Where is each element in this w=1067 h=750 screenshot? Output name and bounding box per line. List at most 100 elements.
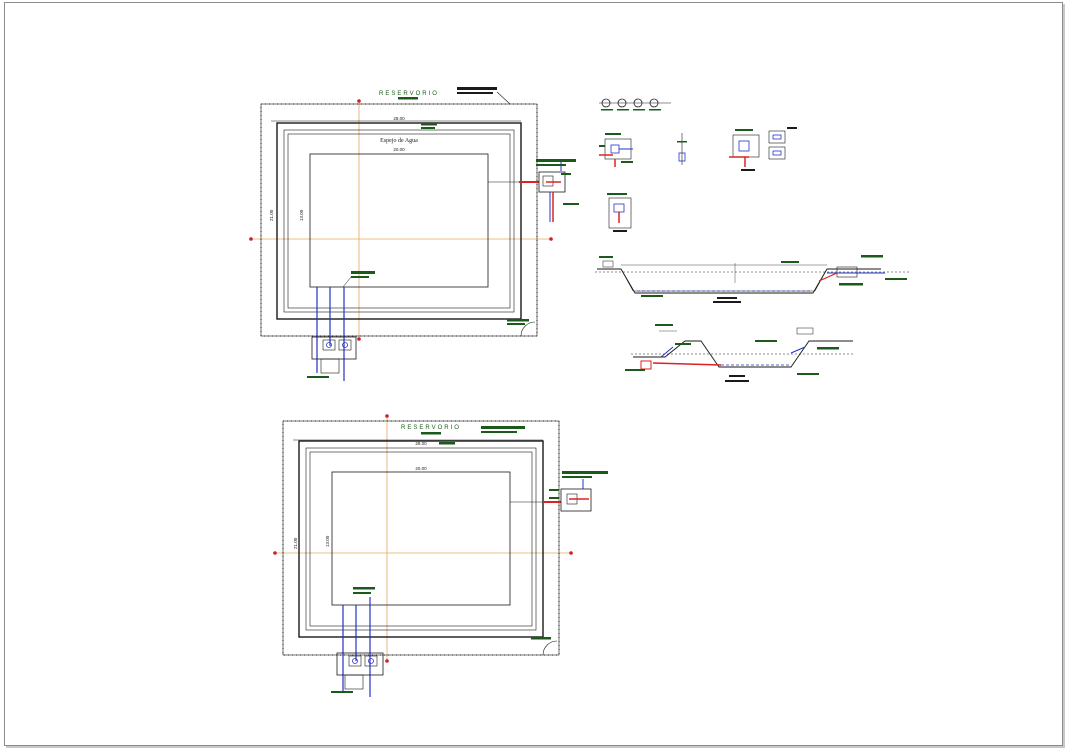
- berm-line: [283, 129, 515, 313]
- detail-box-small: [768, 146, 786, 160]
- legend-symbol: [617, 98, 627, 108]
- note-label: [457, 87, 497, 90]
- corner-label: [507, 323, 525, 325]
- section-tag: [781, 261, 799, 263]
- note-label: [457, 92, 493, 94]
- plan-top: RESERVORIO 28.00 21.00 13.00 Espejo de A…: [249, 87, 579, 381]
- berm-outer: [276, 122, 522, 320]
- inlet-label: [562, 471, 608, 474]
- valve-box: [338, 339, 352, 351]
- plan-bottom-title: RESERVORIO: [401, 425, 461, 431]
- detail-valve: [610, 144, 620, 154]
- dim-outer-height: 21.00: [269, 209, 274, 221]
- detail-valve: [772, 150, 782, 156]
- inlet-tag: [561, 173, 571, 175]
- section-tag: [675, 343, 691, 345]
- section-pipe-blue: [790, 346, 806, 354]
- note-label: [481, 426, 525, 429]
- detail-box: [732, 134, 760, 158]
- section-tag: [625, 369, 645, 371]
- detail-title: [607, 193, 627, 195]
- inlet-label: [562, 476, 592, 478]
- section-tag: [599, 256, 613, 258]
- plan-bottom: RESERVORIO 28.00 20.00 21.00 13.00: [273, 414, 608, 697]
- section-profile: [633, 340, 853, 368]
- site-boundary: [260, 103, 538, 337]
- detail-valve: [613, 203, 625, 213]
- water-surface: [309, 153, 489, 288]
- water-surface: [331, 471, 511, 606]
- axis-marker: [569, 551, 573, 555]
- outlet-tag: [307, 376, 329, 378]
- valve-detail-a: [599, 133, 633, 167]
- dim-tag: [421, 123, 437, 126]
- detail-caption: [613, 230, 627, 232]
- corner-label: [507, 319, 529, 322]
- detail-caption: [741, 169, 755, 171]
- inlet-tag: [549, 497, 559, 499]
- legend-symbol: [601, 98, 611, 108]
- legend-tag: [633, 109, 645, 111]
- section-tag: [861, 255, 883, 258]
- section-tag: [839, 283, 863, 286]
- legend-tag: [601, 109, 613, 111]
- valve-detail-d: [607, 193, 632, 232]
- dim-outer-height: 21.00: [293, 537, 298, 549]
- detail-valve: [738, 140, 750, 152]
- outlet-box: [344, 674, 364, 690]
- outlet-label: [353, 592, 371, 594]
- legend-symbol: [633, 98, 643, 108]
- valve-icon: [368, 658, 374, 664]
- valve-detail-b: [677, 133, 687, 165]
- leader-line: [342, 276, 352, 288]
- section-chamber: [836, 266, 858, 278]
- section-tag: [655, 324, 673, 326]
- valve-box: [348, 655, 362, 667]
- note-label: [481, 431, 517, 433]
- section-tag: [817, 347, 839, 350]
- section-tag: [797, 373, 819, 375]
- dim-outer-width: 28.00: [415, 441, 427, 446]
- detail-tag: [677, 141, 687, 143]
- section-pipe-blue: [660, 346, 674, 358]
- axis-marker: [273, 551, 277, 555]
- outlet-tag: [331, 691, 353, 693]
- corner-label: [531, 637, 551, 640]
- outlet-label: [353, 587, 375, 590]
- valve-detail-c: [729, 127, 797, 171]
- berm-outer: [298, 440, 544, 638]
- section-tag: [755, 340, 777, 342]
- axis-marker: [357, 337, 361, 341]
- outlet-label: [351, 276, 369, 278]
- plan-top-title: RESERVORIO: [379, 91, 439, 97]
- corner-arc: [542, 640, 558, 656]
- detail-tag: [621, 161, 633, 163]
- valve-icon: [342, 342, 348, 348]
- axis-marker: [549, 237, 553, 241]
- berm-inner: [309, 451, 533, 627]
- detail-valve: [772, 134, 782, 140]
- berm-line: [305, 447, 537, 631]
- detail-box: [608, 197, 632, 229]
- detail-valve: [678, 152, 686, 162]
- section-pipe-red: [652, 362, 722, 366]
- drawing-sheet: RESERVORIO 28.00 21.00 13.00 Espejo de A…: [4, 2, 1063, 746]
- detail-title: [735, 129, 753, 131]
- section-caption: [725, 380, 749, 382]
- legend-tag: [649, 109, 661, 111]
- cad-drawing: RESERVORIO 28.00 21.00 13.00 Espejo de A…: [249, 87, 911, 697]
- section-marker: [796, 327, 814, 335]
- valve-box: [364, 655, 378, 667]
- section-profile: [597, 268, 881, 294]
- section-b: [625, 324, 853, 382]
- outlet-box: [320, 358, 340, 374]
- valve-icon: [326, 342, 332, 348]
- dim-tag: [421, 127, 435, 129]
- dim-tag: [439, 442, 455, 445]
- dim-outer-width: 28.00: [393, 116, 405, 121]
- axis-marker: [385, 659, 389, 663]
- legend-tag: [617, 109, 629, 111]
- axis-marker: [385, 414, 389, 418]
- title-scale-label: [421, 432, 441, 435]
